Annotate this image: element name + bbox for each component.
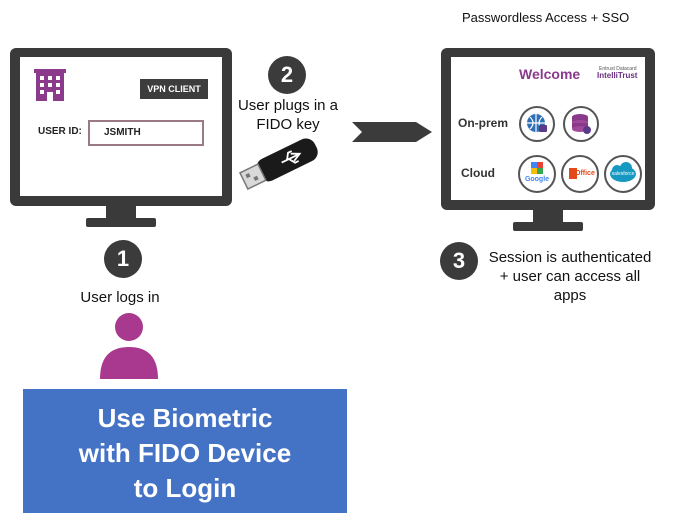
step-3-line-1: Session is authenticated [488,249,652,266]
cta-banner: Use Biometric with FIDO Device to Login [23,389,347,513]
user-id-field[interactable]: JSMITH [88,120,204,146]
cloud-app-salesforce[interactable]: salesforce [604,155,642,193]
right-monitor-screen: Welcome Entrust Datacard IntelliTrust On… [451,57,645,200]
flow-arrow-icon [352,122,432,142]
user-id-label: USER ID: [38,126,82,137]
step-3-line-3: apps [553,287,587,304]
cloud-label: Cloud [461,166,495,180]
step-1-badge: 1 [104,240,142,278]
step-2-text: User plugs in a FIDO key [224,96,352,134]
step-2-line-1: User plugs in a [237,97,339,114]
office-icon [569,168,577,179]
step-2-line-2: FIDO key [256,116,320,133]
building-icon [34,69,66,101]
cta-line-3: to Login [133,473,237,503]
google-icon [531,162,543,174]
user-icon [100,313,158,379]
globe-lock-icon [527,114,547,132]
salesforce-label: salesforce [611,171,635,177]
left-monitor-screen: VPN CLIENT USER ID: JSMITH [20,57,222,196]
office-label: Office [575,170,595,177]
brand-name: IntelliTrust [597,71,638,80]
step-3-badge: 3 [440,242,478,280]
vpn-client-button[interactable]: VPN CLIENT [140,79,208,99]
step-2-badge: 2 [268,56,306,94]
onprem-label: On-prem [458,116,509,130]
cta-line-2: with FIDO Device [78,438,292,468]
cloud-app-google[interactable]: Google [518,155,556,193]
brand-caption: Entrust Datacard [599,66,637,72]
onprem-app-database[interactable] [563,106,599,142]
salesforce-cloud-icon [610,162,636,182]
welcome-heading: Welcome [519,66,581,82]
usb-key-icon [238,138,318,191]
cta-line-1: Use Biometric [97,403,273,433]
onprem-app-globe[interactable] [519,106,555,142]
google-label: Google [524,176,550,183]
cloud-app-office[interactable]: Office [561,155,599,193]
step-3-text: Session is authenticated + user can acce… [478,248,662,305]
diagram-title: Passwordless Access + SSO [462,10,630,25]
database-icon [572,114,591,134]
step-3-line-2: + user can access all [499,268,641,285]
step-1-text: User logs in [80,289,160,306]
